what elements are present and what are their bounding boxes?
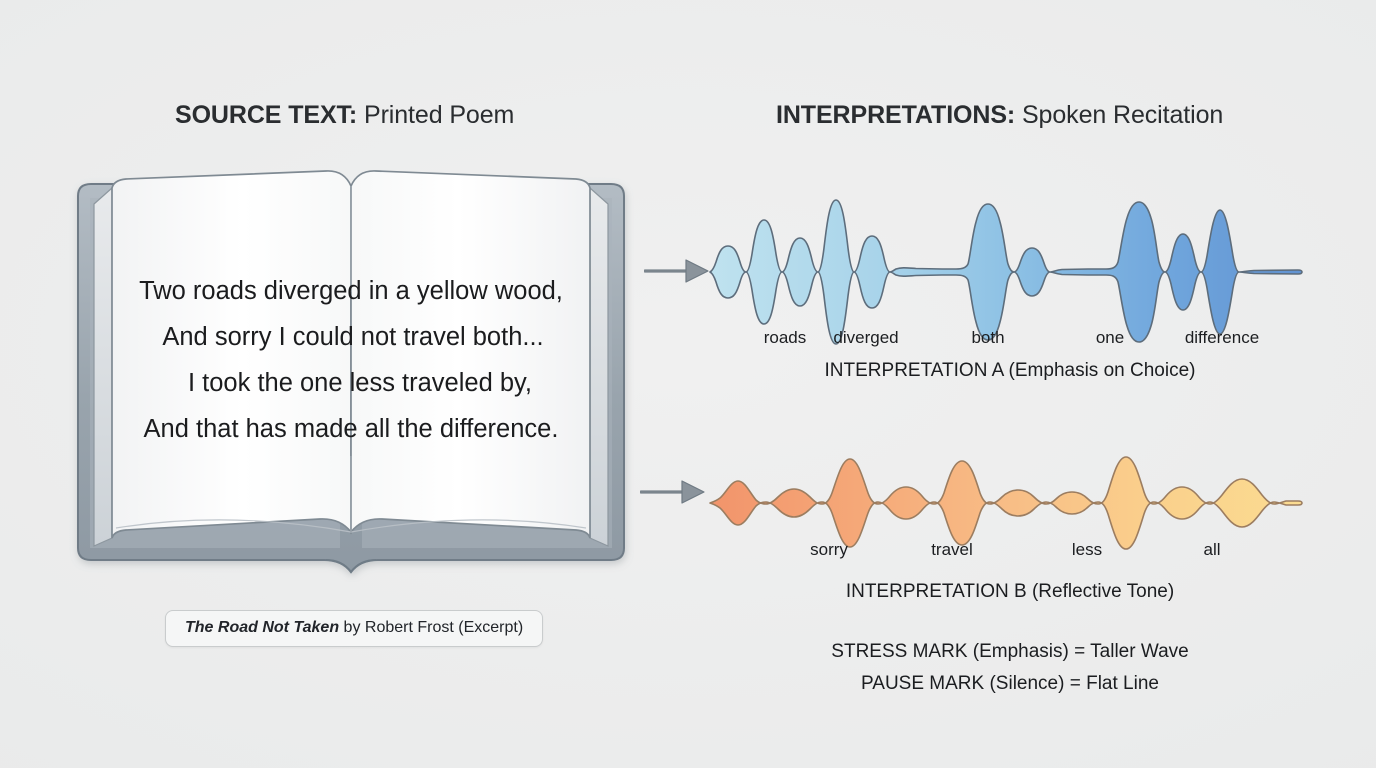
stress-label: sorry	[810, 540, 848, 559]
interpretation-b-caption: INTERPRETATION B (Reflective Tone)	[845, 581, 1175, 602]
interp-heading-bold: INTERPRETATIONS:	[776, 101, 1016, 129]
waveform-interpretation-a: roads diverged both one difference	[706, 192, 1306, 357]
poem-line-4: And that has made all the difference.	[143, 415, 559, 443]
waveform-a-graphic	[709, 199, 1303, 345]
page-curl-right	[350, 519, 587, 533]
stress-label: travel	[931, 540, 973, 559]
stress-label: diverged	[833, 328, 899, 347]
waveform-interpretation-b: sorry travel less all	[706, 443, 1306, 568]
poem-text-block: Two roads diverged in a yellow wood, And…	[68, 268, 634, 452]
source-panel-heading: SOURCE TEXT: Printed Poem	[175, 101, 514, 130]
source-heading-rest: Printed Poem	[357, 101, 515, 129]
book-spine-notch	[325, 559, 377, 574]
legend-stress-mark: STRESS MARK (Emphasis) = Taller Wave	[831, 641, 1189, 662]
stress-label: roads	[763, 328, 807, 347]
interpretations-panel-heading: INTERPRETATIONS: Spoken Recitation	[776, 101, 1223, 130]
interpretation-a-caption: INTERPRETATION A (Emphasis on Choice)	[824, 360, 1196, 381]
interp-heading-rest: Spoken Recitation	[1015, 101, 1224, 129]
stress-label: both	[971, 328, 1005, 347]
poem-attribution-caption: The Road Not Taken by Robert Frost (Exce…	[165, 610, 544, 647]
book-graphic	[77, 170, 625, 574]
page-curl-left	[115, 519, 352, 533]
poem-line-2: And sorry I could not travel both...	[162, 323, 544, 351]
poem-author: by Robert Frost (Excerpt)	[339, 619, 524, 636]
stress-label: difference	[1184, 328, 1260, 347]
arrow-right-icon	[644, 259, 709, 283]
poem-line-3: I took the one less traveled by,	[188, 369, 532, 397]
stress-label: less	[1071, 540, 1103, 559]
stress-label: one	[1095, 328, 1125, 347]
legend-pause-mark: PAUSE MARK (Silence) = Flat Line	[861, 673, 1159, 694]
open-book-illustration: Two roads diverged in a yellow wood, And…	[68, 160, 634, 582]
poem-line-1: Two roads diverged in a yellow wood,	[139, 277, 563, 305]
stress-label: all	[1203, 540, 1221, 559]
poem-title: The Road Not Taken	[185, 619, 340, 636]
waveform-b-graphic	[709, 456, 1303, 550]
arrow-right-icon	[640, 480, 705, 504]
source-heading-bold: SOURCE TEXT:	[175, 101, 358, 129]
